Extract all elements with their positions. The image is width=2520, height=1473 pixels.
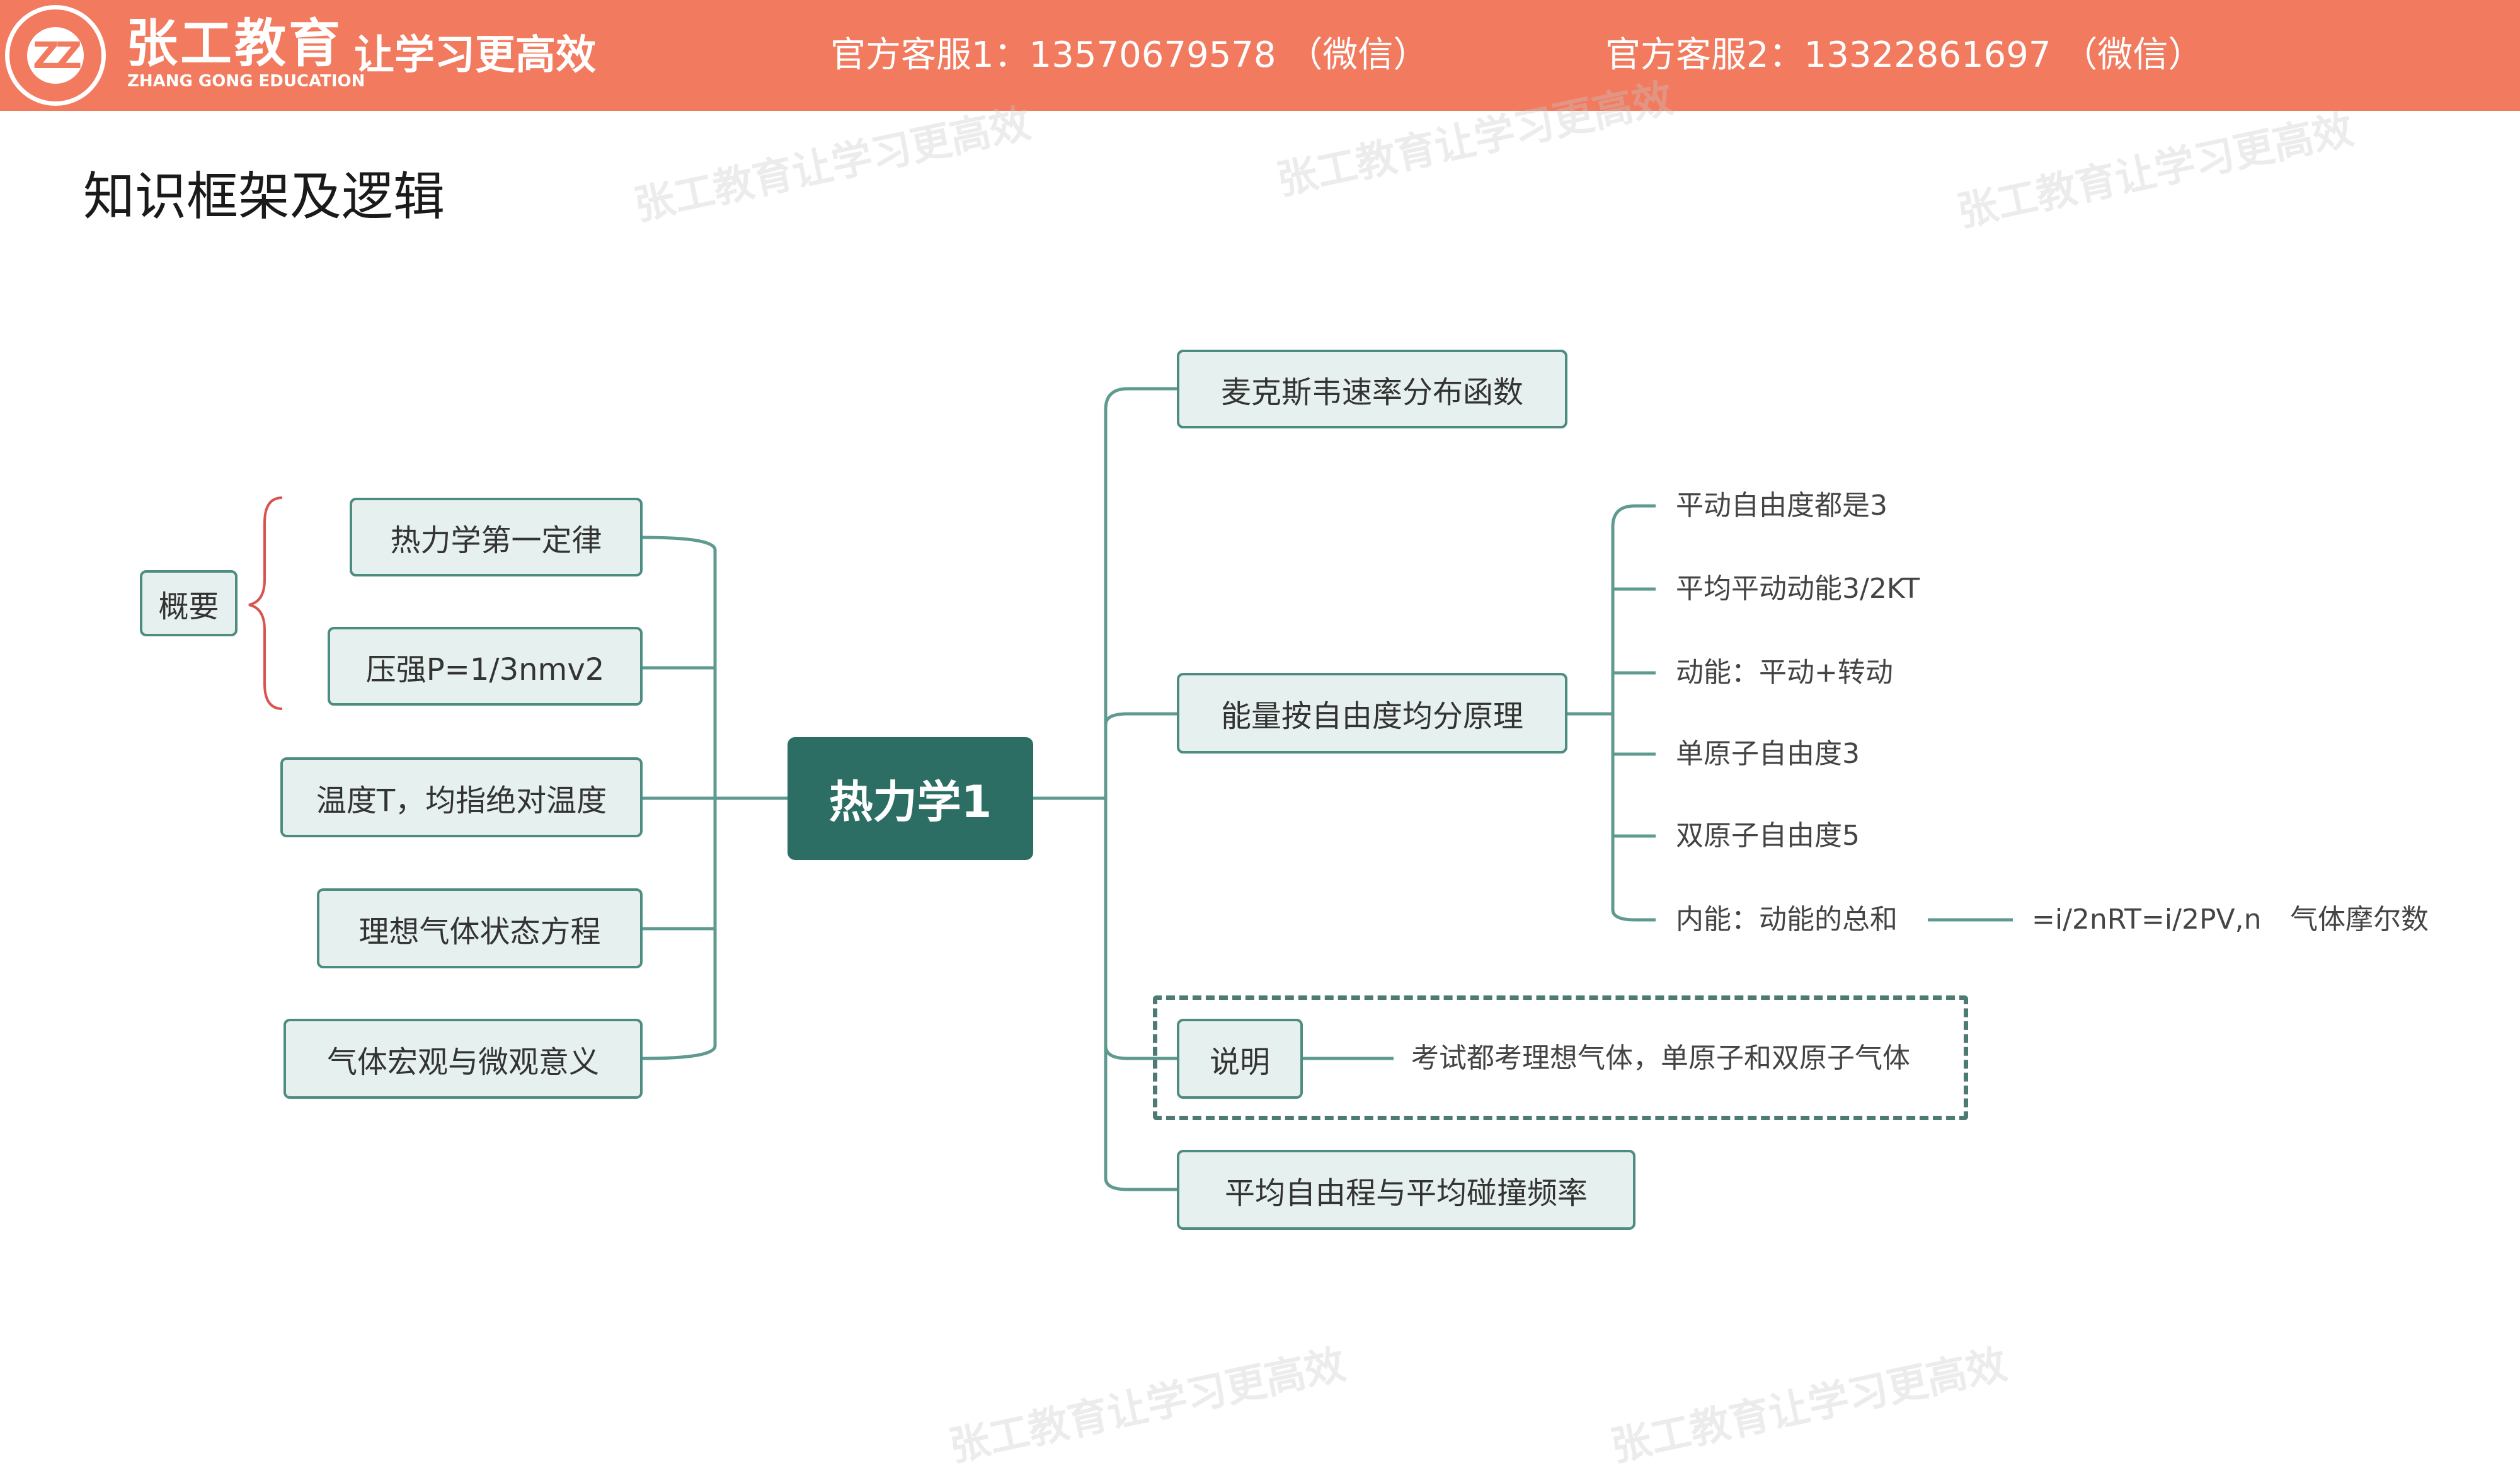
connector-left-5 <box>642 1045 717 1060</box>
node-pressure: 压强P=1/3nmv2 <box>328 627 643 706</box>
header-bar: ZZ 张工教育 ZHANG GONG EDUCATION 让学习更高效 官方客服… <box>0 0 2520 111</box>
slogan: 让学习更高效 <box>354 32 596 79</box>
leaf-diatomic-dof: 双原子自由度5 <box>1676 820 1860 852</box>
node-overview: 概要 <box>140 570 238 636</box>
node-gas-meaning: 气体宏观与微观意义 <box>284 1019 643 1099</box>
connector-left-1 <box>642 536 717 551</box>
mindmap-connectors <box>248 387 2013 1191</box>
customer-service-1: 官方客服1：13570679578 （微信） <box>830 35 1429 76</box>
node-equipartition: 能量按自由度均分原理 <box>1177 673 1567 754</box>
note-text: 考试都考理想气体，单原子和双原子气体 <box>1411 1042 1910 1074</box>
leaf-average-kinetic-energy: 平均平动动能3/2KT <box>1676 573 1920 605</box>
note-frame <box>1153 995 1968 1120</box>
leaf-internal-energy-formula: =i/2nRT=i/2PV,n <box>2032 903 2262 936</box>
connector-right-3 <box>1104 1045 1177 1060</box>
node-ideal-gas-equation: 理想气体状态方程 <box>317 888 643 968</box>
node-free-path: 平均自由程与平均碰撞频率 <box>1177 1150 1635 1230</box>
node-maxwell: 麦克斯韦速率分布函数 <box>1177 350 1567 428</box>
logo-icon: ZZ <box>5 5 106 106</box>
logo-mark: ZZ <box>27 27 84 84</box>
leaf-gas-mole-number: 气体摩尔数 <box>2290 903 2429 936</box>
group-brace <box>248 496 283 710</box>
node-root: 热力学1 <box>788 737 1033 860</box>
node-temperature: 温度T，均指绝对温度 <box>280 757 643 837</box>
customer-service-2: 官方客服2：13322861697 （微信） <box>1605 35 2204 76</box>
connector-right-1 <box>1104 387 1177 410</box>
leaf-monatomic-dof: 单原子自由度3 <box>1676 738 1860 770</box>
leaf-translational-dof: 平动自由度都是3 <box>1676 490 1887 522</box>
leaf-kinetic-energy: 动能：平动+转动 <box>1676 656 1893 689</box>
brand-name: 张工教育 <box>126 14 343 74</box>
page-title: 知识框架及逻辑 <box>83 167 445 227</box>
node-first-law: 热力学第一定律 <box>350 498 643 576</box>
node-note: 说明 <box>1177 1019 1303 1099</box>
leaf-internal-energy: 内能：动能的总和 <box>1676 903 1898 936</box>
brand-english-name: ZHANG GONG EDUCATION <box>127 72 365 91</box>
connector-right-4 <box>1104 1178 1177 1191</box>
connector-right-2 <box>1104 712 1177 725</box>
